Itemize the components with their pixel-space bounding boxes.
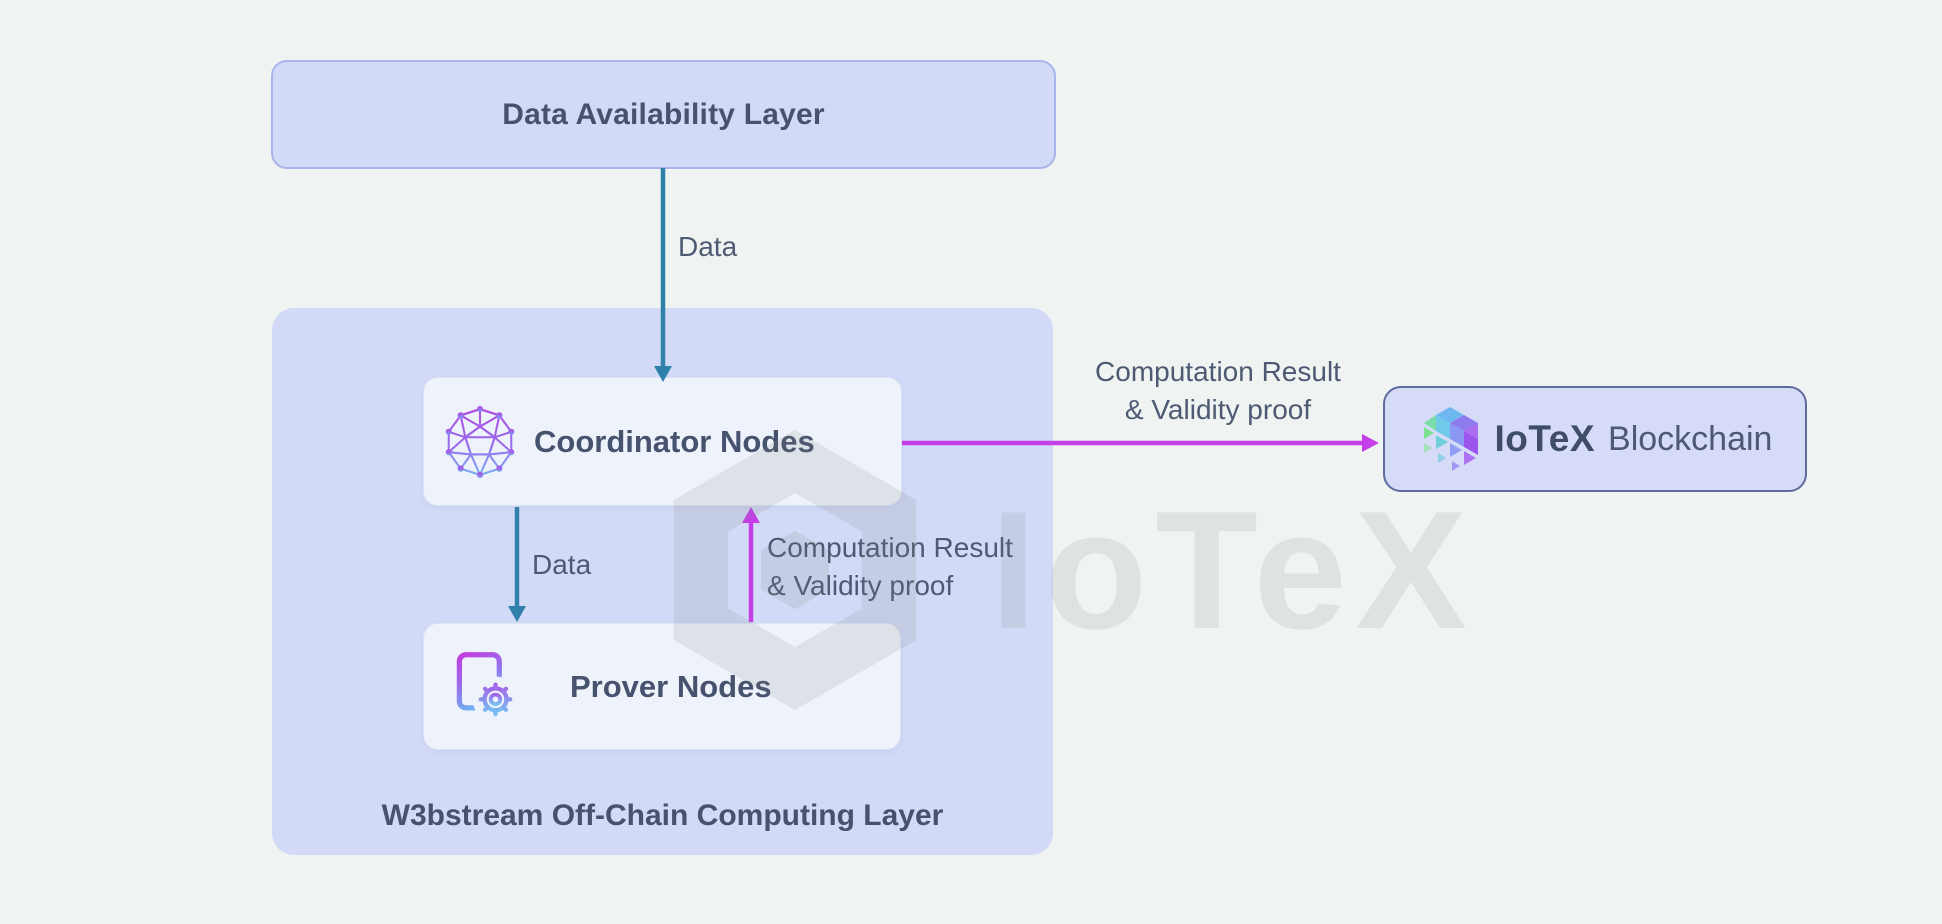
iotex-watermark-text: IoTeX (990, 476, 1475, 664)
prover-nodes-node: Prover Nodes (423, 623, 901, 750)
edge-label-prover-result: Computation Result & Validity proof (767, 532, 1013, 601)
document-gear-icon (456, 651, 519, 722)
iotex-blockchain-node: IoTeX Blockchain (1383, 386, 1807, 492)
edge-label-blockchain-result: Computation Result & Validity proof (1095, 356, 1341, 425)
mesh-network-icon (445, 405, 515, 478)
coordinator-nodes-node: Coordinator Nodes (423, 377, 902, 506)
computing-layer-title: W3bstream Off-Chain Computing Layer (381, 799, 944, 832)
prover-nodes-label: Prover Nodes (570, 668, 772, 704)
iotex-blockchain-label: Blockchain (1608, 419, 1773, 458)
iotex-cube-icon (1423, 407, 1478, 471)
edge-label-da-data: Data (678, 231, 738, 262)
iotex-brand-wordmark: IoTeX (1494, 418, 1596, 459)
data-availability-layer-label: Data Availability Layer (502, 97, 825, 131)
coordinator-nodes-label: Coordinator Nodes (534, 423, 815, 459)
data-availability-layer-node: Data Availability Layer (271, 60, 1056, 169)
edge-label-coordinator-data: Data (532, 549, 592, 580)
